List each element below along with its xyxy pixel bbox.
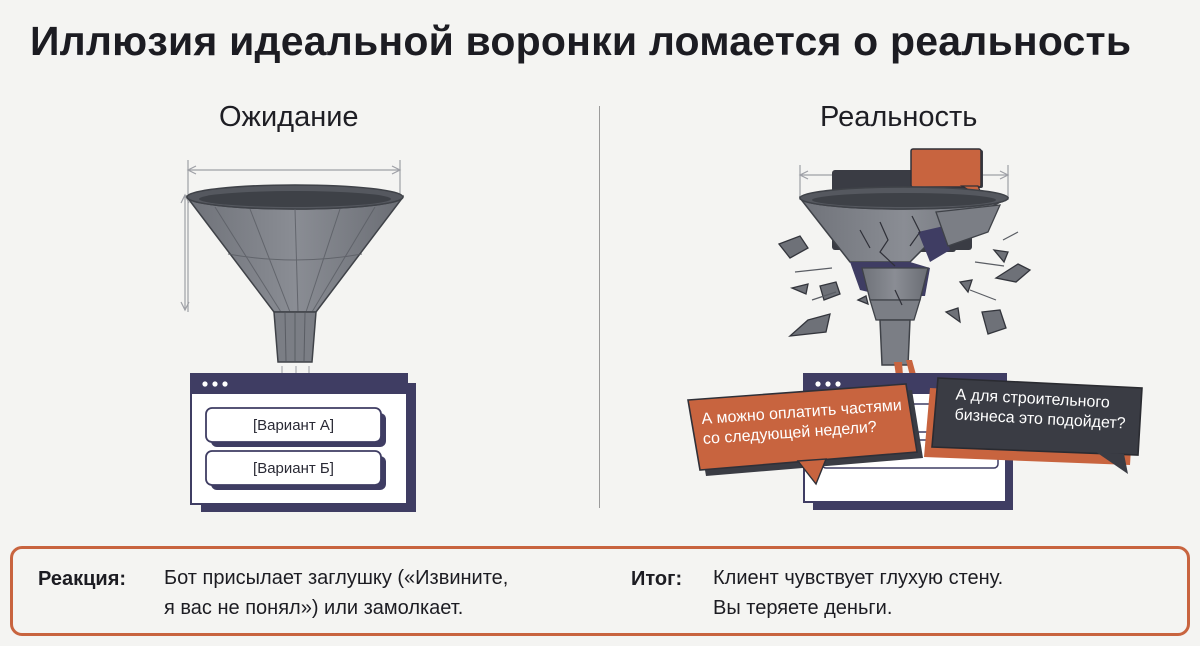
dark-question-bubble	[924, 377, 1143, 474]
orange-question-bubble	[687, 383, 923, 486]
crack-lines	[794, 231, 1019, 301]
page-title: Иллюзия идеальной воронки ломается о реа…	[30, 18, 1132, 64]
panel-divider	[599, 106, 600, 508]
summary-box: Реакция: Бот присылает заглушку («Извини…	[10, 546, 1190, 636]
option-a-button[interactable]: [Вариант А]	[252, 416, 335, 434]
reaction-label: Реакция:	[38, 568, 127, 590]
ideal-funnel	[186, 184, 404, 380]
result-label: Итог:	[631, 568, 683, 590]
result-text: Клиент чувствует глухую стену. Вы теряет…	[713, 567, 1004, 619]
shards	[777, 235, 1032, 337]
dimension-lines	[180, 160, 402, 312]
expectation-heading: Ожидание	[219, 101, 359, 133]
reaction-text: Бот присылает заглушку («Извините, я вас…	[164, 567, 509, 619]
broken-funnel	[799, 186, 1009, 390]
reality-heading: Реальность	[820, 101, 978, 133]
option-button-backs	[205, 407, 386, 490]
option-b-button[interactable]: [Вариант Б]	[253, 459, 334, 477]
